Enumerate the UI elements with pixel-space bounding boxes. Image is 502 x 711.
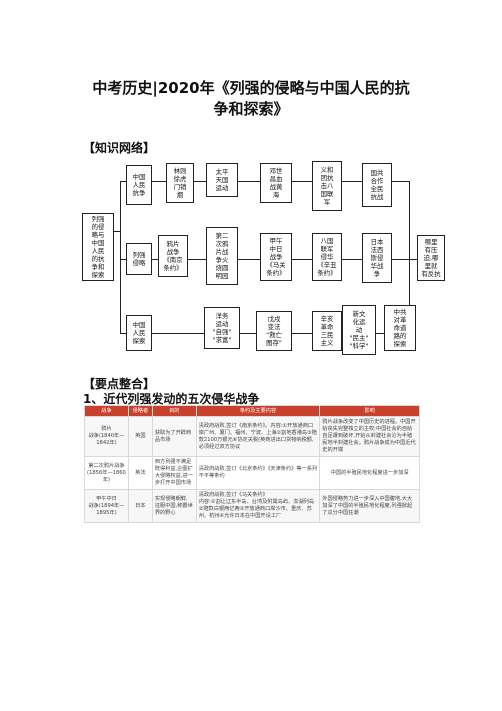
node-kmt-cpc: 国共 合作 全民 抗战 (362, 163, 392, 207)
header-treaty: 条约及主要内容 (195, 405, 321, 417)
node-cpc-road: 中共 对革 命道 路的 探索 (384, 305, 416, 351)
node-lin-zexu: 林则 徐虎 门销 烟 (166, 163, 194, 203)
node-opium-war: 鸦片 战争 《南京 条约》 (158, 235, 188, 277)
section-knowledge-network: 【知识网络】 (83, 141, 156, 155)
cell-treaty: 清政府战败,签订《北京条约》《天津条约》等一系列不平等条约 (195, 456, 321, 490)
cell-war: 第二次鸦片战争 (1856年—1860 年) (84, 456, 129, 490)
node-struggle: 中国 人民 抗争 (126, 165, 152, 205)
node-new-culture: 新文 化运 动 "民主" "科学" (342, 305, 376, 355)
header-impact: 影响 (319, 405, 420, 417)
node-xinhai: 辛亥 革命 三民 主义 (312, 311, 342, 351)
cell-purpose: 获取为了开辟商 品市场 (151, 416, 197, 457)
cell-impact: 鸦片战争改变了中国历史的进程。中国开始丧失完整独立的主权;中国社会的自给自足遭到… (319, 416, 420, 457)
doc-title-line-1: 中考历史|2020年《列强的侵略与中国人民的抗 (92, 79, 410, 97)
cell-purpose: 实现侵略朝鲜, 征服中国,称霸世 界的野心 (151, 489, 197, 523)
header-war: 战争 (84, 405, 129, 417)
knowledge-network-diagram: 列强 的侵 略与 中国 人民 的抗 争和 探索 中国 人民 抗争 列强 侵略 中… (82, 161, 445, 369)
table-row: 第二次鸦片战争 (1856年—1860 年) 英法 西方列强不满足 既得利益,企… (84, 456, 420, 490)
cell-purpose: 西方列强不满足 既得利益,企图扩 大侵略权益,进一 步打开中国市场 (151, 456, 197, 490)
node-japan-fascist-war: 日本 法西 斯侵 华战 争 (362, 233, 392, 283)
node-eight-nations: 八国 联军 侵华 《辛丑 条约》 (312, 233, 342, 281)
node-sino-japanese-war: 甲午 中日 战争 《马关 条约》 (260, 233, 292, 281)
subsection-five-wars: 1、近代列强发动的五次侵华战争 (83, 392, 260, 406)
node-explore: 中国 人民 探索 (126, 315, 152, 351)
table-header-row: 战争 侵略者 目的 条约及主要内容 影响 (84, 405, 420, 417)
section-key-points: 【要点整合】 (83, 377, 156, 391)
header-purpose: 目的 (151, 405, 197, 417)
cell-aggressor: 英国 (127, 416, 153, 457)
node-root: 列强 的侵 略与 中国 人民 的抗 争和 探索 (82, 213, 114, 281)
table-row: 鸦片 战争(1840年— 1842年) 英国 获取为了开辟商 品市场 清政府战败… (84, 416, 420, 457)
header-aggressor: 侵略者 (127, 405, 153, 417)
node-where-oppression: 哪里 有压 迫,哪 里就 有反抗 (417, 235, 445, 281)
node-yangwu: 洋务 运动 "自强" "求富" (204, 307, 240, 349)
node-second-opium-war: 第二 次鸦 片战 争火 烧圆 明园 (206, 227, 238, 285)
node-boxer: 义和 团抗 击八 国联 军 (312, 161, 342, 211)
cell-impact: 外国侵略势力进一步深入中国腹地,大大加深了中国的半殖民地化程度,列强掀起了瓜分中… (319, 489, 420, 523)
node-aggression: 列强 侵略 (126, 243, 152, 275)
node-wuxu: 戊戌 变法 "救亡 图存" (256, 311, 292, 351)
doc-title-line-2: 争和探索》 (213, 100, 289, 118)
node-deng-shichang: 邓世 昌血 战黄 海 (260, 163, 292, 203)
cell-treaty: 清政府战败,签订《马关条约》 内容:①割让辽东半岛、台湾及附属岛屿、澎湖列岛②赔… (195, 489, 321, 523)
node-taiping: 太平 天国 运动 (206, 163, 238, 197)
table-row: 甲午中日 战争(1894年— 1895年) 日本 实现侵略朝鲜, 征服中国,称霸… (84, 489, 420, 523)
cell-impact: 中国的半殖民地化程度进一步加深 (319, 456, 420, 490)
cell-war: 甲午中日 战争(1894年— 1895年) (84, 489, 129, 523)
cell-treaty: 清政府战败,签订《南京条约》。内容:①开放通商口岸广州、厦门、福州、宁波、上海②… (195, 416, 321, 457)
five-wars-table: 战争 侵略者 目的 条约及主要内容 影响 鸦片 战争(1840年— 1842年)… (84, 405, 420, 523)
cell-war: 鸦片 战争(1840年— 1842年) (84, 416, 129, 457)
cell-aggressor: 英法 (127, 456, 153, 490)
cell-aggressor: 日本 (127, 489, 153, 523)
